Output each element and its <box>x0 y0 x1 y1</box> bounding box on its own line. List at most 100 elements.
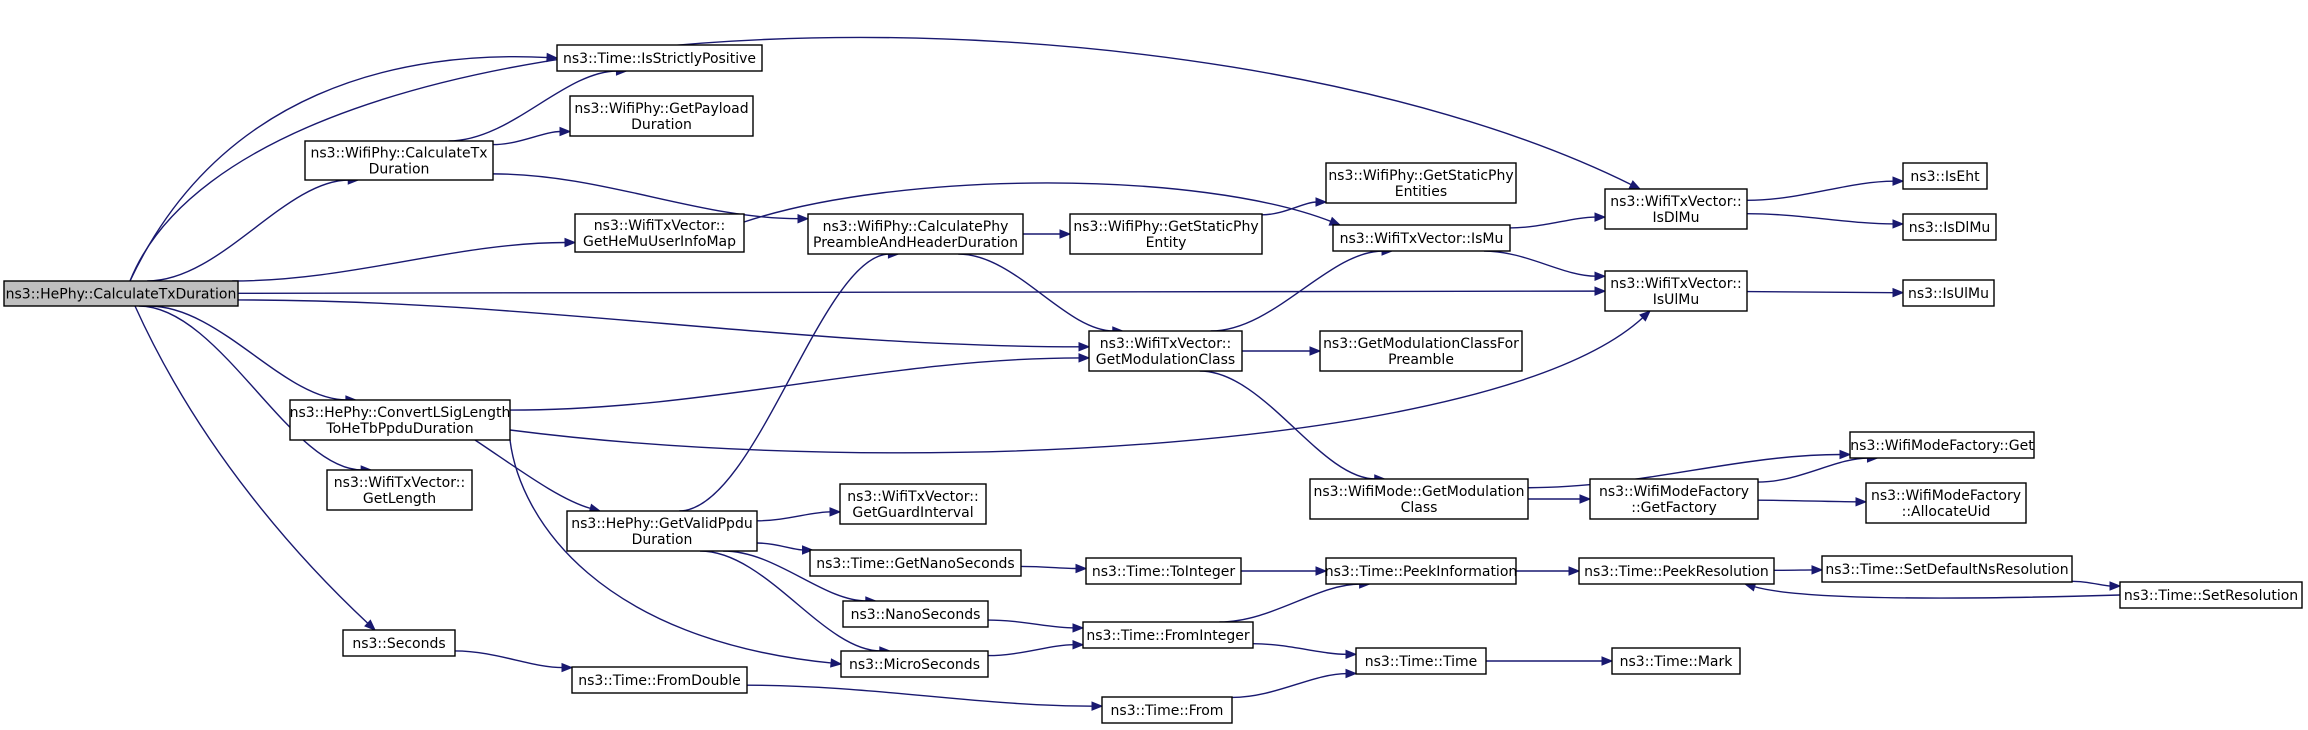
edge-root-to-isDlMu <box>129 36 1642 282</box>
node-label: IsDlMu <box>1652 210 1699 226</box>
node-getLength[interactable]: ns3::WifiTxVector::GetLength <box>326 469 473 511</box>
node-nsIsUlMu[interactable]: ns3::IsUlMu <box>1902 279 1995 307</box>
node-label: ns3::Time::SetResolution <box>2124 588 2298 604</box>
edge-line <box>134 305 369 625</box>
node-box <box>1325 162 1517 204</box>
edge-line <box>987 644 1075 657</box>
node-box <box>809 549 1022 577</box>
node-box <box>1332 224 1511 252</box>
edge-peekInformation-to-peekResolution <box>1515 566 1581 576</box>
node-label: ns3::Time::Time <box>1365 654 1477 670</box>
arrow-head-icon <box>1345 649 1358 660</box>
arrow-head-icon <box>1579 494 1592 504</box>
node-getHeMuUserInfoMap[interactable]: ns3::WifiTxVector::GetHeMuUserInfoMap <box>574 213 745 253</box>
edge-line <box>1199 370 1376 480</box>
edge-peekResolution-to-setDefaultNsResolution <box>1773 565 1824 575</box>
node-getModulationClass[interactable]: ns3::WifiTxVector::GetModulationClass <box>1088 330 1243 372</box>
node-getNanoSeconds[interactable]: ns3::Time::GetNanoSeconds <box>809 549 1022 577</box>
node-label: ns3::WifiTxVector:: <box>334 475 465 491</box>
edge-root-to-getLength <box>138 305 373 475</box>
node-fromDouble[interactable]: ns3::Time::FromDouble <box>571 666 748 694</box>
node-wifiModeFactoryGet[interactable]: ns3::WifiModeFactory::Get <box>1849 431 2035 459</box>
node-calcPhyPreamble[interactable]: ns3::WifiPhy::CalculatePhyPreambleAndHea… <box>807 213 1024 255</box>
edge-isUlMu-to-nsIsUlMu <box>1746 287 1905 298</box>
node-setDefaultNsResolution[interactable]: ns3::Time::SetDefaultNsResolution <box>1821 555 2073 583</box>
edge-line <box>1261 201 1318 216</box>
node-nsIsDlMu[interactable]: ns3::IsDlMu <box>1902 213 1997 241</box>
node-fromInteger[interactable]: ns3::Time::FromInteger <box>1082 621 1254 649</box>
node-isDlMu[interactable]: ns3::WifiTxVector::IsDlMu <box>1604 188 1748 230</box>
node-box <box>842 600 989 628</box>
node-setResolution[interactable]: ns3::Time::SetResolution <box>2119 581 2303 609</box>
arrow-head-icon <box>1601 656 1614 666</box>
edge-getModulationClass-to-getModClassForPreamble <box>1241 346 1322 356</box>
node-label: GetGuardInterval <box>852 505 973 521</box>
edge-line <box>474 439 592 510</box>
node-convertLSig[interactable]: ns3::HePhy::ConvertLSigLengthToHeTbPpduD… <box>289 399 511 441</box>
node-time[interactable]: ns3::Time::Time <box>1355 647 1487 675</box>
edge-fromInteger-to-peekInformation <box>1219 579 1371 623</box>
node-label: GetHeMuUserInfoMap <box>583 234 736 250</box>
node-label: ns3::WifiTxVector:: <box>594 218 725 234</box>
node-box <box>1069 213 1263 255</box>
edge-fromInteger-to-time <box>1252 643 1358 660</box>
node-box <box>1611 647 1741 675</box>
arrow-head-icon <box>559 126 572 137</box>
node-box <box>1604 188 1748 230</box>
node-label: ns3::WifiModeFactory::Get <box>1850 438 2034 454</box>
node-wifiPhyCalcTx[interactable]: ns3::WifiPhy::CalculateTxDuration <box>304 140 494 181</box>
edge-line <box>699 550 881 652</box>
node-isUlMu[interactable]: ns3::WifiTxVector::IsUlMu <box>1604 270 1748 312</box>
node-label: ns3::Time::SetDefaultNsResolution <box>1825 562 2068 578</box>
edge-line <box>987 619 1075 629</box>
node-label: ns3::NanoSeconds <box>851 607 981 623</box>
edge-line <box>1231 672 1348 699</box>
arrow-head-icon <box>1892 219 1905 229</box>
arrow-head-icon <box>829 507 842 517</box>
node-label: ns3::Time::FromDouble <box>578 673 741 689</box>
node-seconds[interactable]: ns3::Seconds <box>342 629 456 657</box>
node-box <box>1849 431 2035 459</box>
edge-line <box>2071 580 2112 587</box>
edge-setResolution-to-peekResolution <box>1743 582 2121 599</box>
node-box <box>1101 696 1233 724</box>
node-microSeconds[interactable]: ns3::MicroSeconds <box>840 650 989 678</box>
node-box <box>1082 621 1254 649</box>
edge-line <box>237 299 1081 348</box>
edge-line <box>1746 180 1895 201</box>
node-from[interactable]: ns3::Time::From <box>1101 696 1233 724</box>
node-peekInformation[interactable]: ns3::Time::PeekInformation <box>1325 557 1518 585</box>
node-mark[interactable]: ns3::Time::Mark <box>1611 647 1741 675</box>
node-getGuardInterval[interactable]: ns3::WifiTxVector::GetGuardInterval <box>839 483 987 525</box>
edge-calcPhyPreamble-to-getModulationClass <box>958 253 1125 336</box>
node-allocateUid[interactable]: ns3::WifiModeFactory::AllocateUid <box>1865 482 2027 524</box>
node-root[interactable]: ns3::HePhy::CalculateTxDuration <box>3 280 239 307</box>
node-box <box>326 469 473 511</box>
edge-time-to-mark <box>1486 656 1614 666</box>
node-nanoSeconds[interactable]: ns3::NanoSeconds <box>842 600 989 628</box>
node-box <box>1589 478 1759 520</box>
edge-line <box>1753 585 2121 599</box>
arrow-head-icon <box>1594 286 1607 296</box>
node-isStrictlyPositive[interactable]: ns3::Time::IsStrictlyPositive <box>556 44 763 72</box>
node-toInteger[interactable]: ns3::Time::ToInteger <box>1085 557 1242 585</box>
node-label: ns3::WifiPhy::CalculatePhy <box>823 219 1009 235</box>
edge-toInteger-to-peekInformation <box>1240 566 1328 576</box>
node-getFactory[interactable]: ns3::WifiModeFactory::GetFactory <box>1589 478 1759 520</box>
node-isEht[interactable]: ns3::IsEht <box>1902 162 1988 190</box>
node-box <box>1319 330 1523 372</box>
node-isMu[interactable]: ns3::WifiTxVector::IsMu <box>1332 224 1511 252</box>
node-box <box>1088 330 1243 372</box>
node-box <box>1604 270 1748 312</box>
edge-wifiModeGetModClass-to-wifiModeFactoryGet <box>1527 449 1852 489</box>
arrow-head-icon <box>564 237 577 248</box>
node-wifiModeGetModClass[interactable]: ns3::WifiMode::GetModulationClass <box>1309 478 1529 520</box>
node-label: ns3::Time::From <box>1111 703 1224 719</box>
edge-line <box>509 439 833 664</box>
node-peekResolution[interactable]: ns3::Time::PeekResolution <box>1578 557 1775 585</box>
